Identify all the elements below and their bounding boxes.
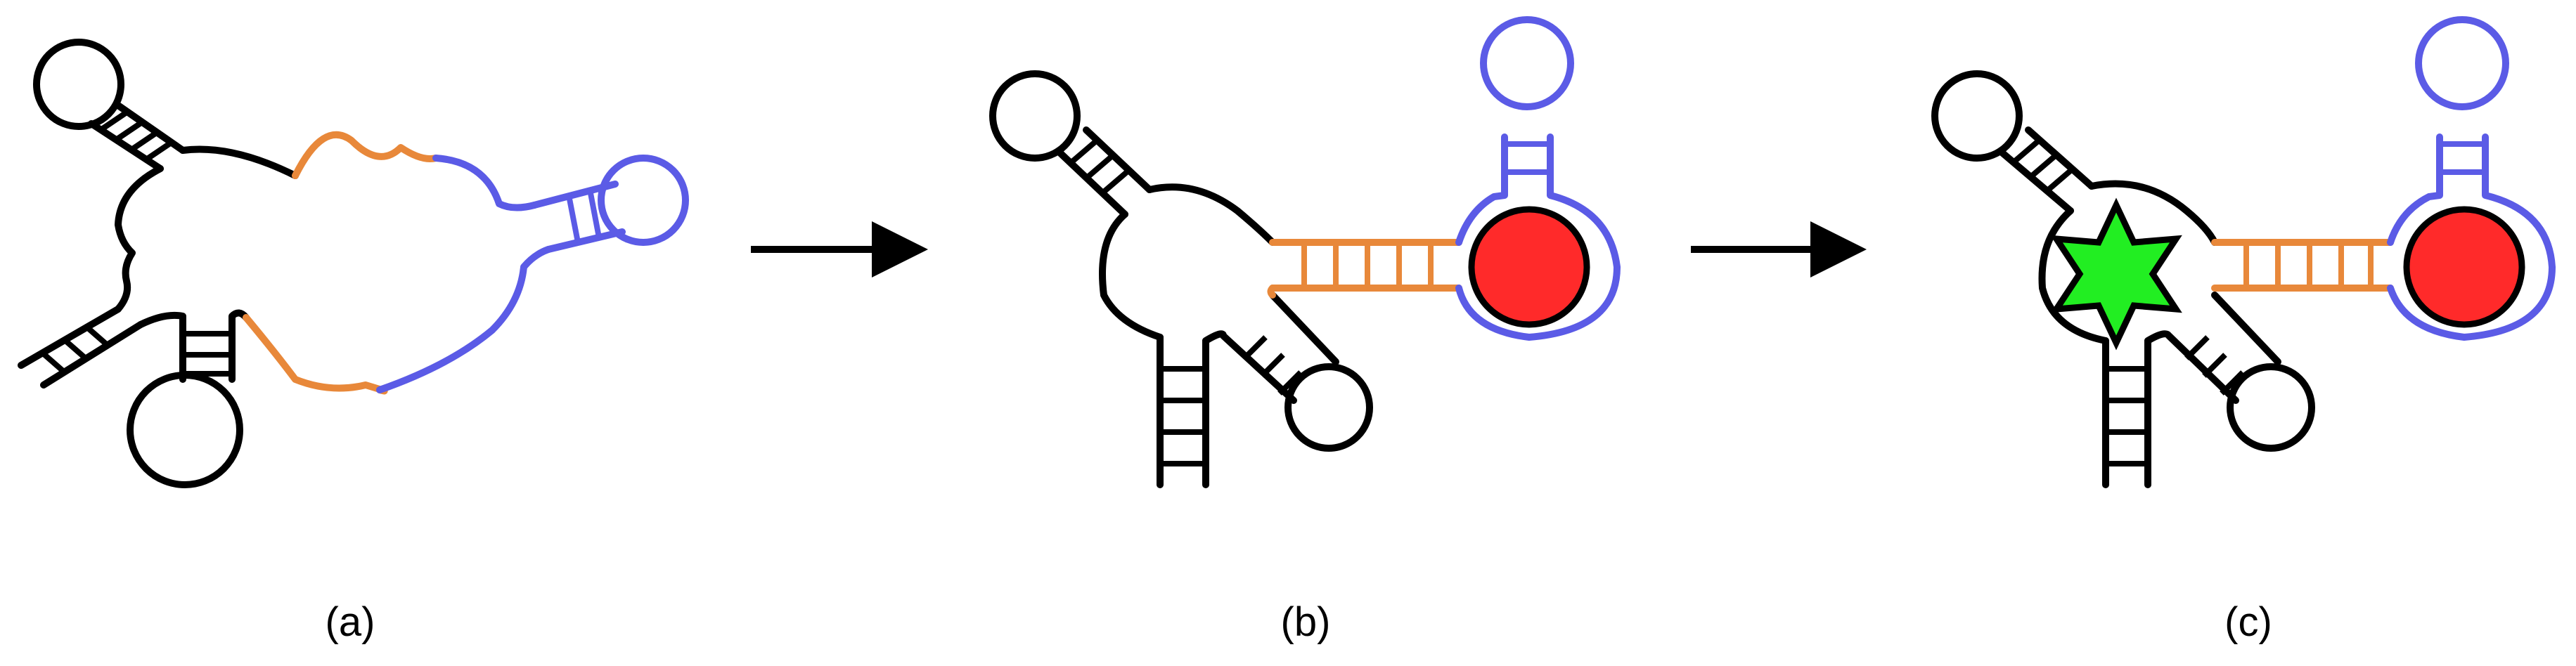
panel-c-ligand	[2403, 206, 2525, 328]
panel-b-top-stem	[1070, 138, 1131, 195]
panel-c	[1931, 16, 2556, 488]
panel-c-fluorophore-star	[2050, 197, 2182, 351]
panel-a-linker-bottom	[243, 314, 388, 395]
panel-c-right-stem	[2184, 335, 2245, 396]
panel-a-bottom-stem	[183, 331, 232, 377]
panel-a-left-stem	[40, 325, 112, 375]
panel-b-aptamer-strand	[1455, 133, 1621, 341]
panel-b-bottom-stem	[1160, 366, 1206, 466]
panel-c-right-loop	[2227, 363, 2315, 452]
panel-c-linker-helix	[2243, 242, 2374, 288]
panel-b-top-loop	[989, 70, 1081, 162]
panel-c-top-loop	[1931, 70, 2023, 162]
panel-b-right-stem	[1242, 335, 1303, 396]
panel-c-top-stem	[2012, 138, 2073, 195]
panel-c-aptamer-stem	[2440, 141, 2485, 175]
arrow-a-to-b	[751, 221, 928, 278]
panel-c-loop-strand	[2038, 180, 2218, 344]
panel-a-top-stem	[98, 110, 174, 162]
panel-a-label: (a)	[326, 599, 375, 645]
panel-a-aptamer-loop	[598, 155, 689, 246]
panel-c-label: (c)	[2224, 599, 2272, 645]
panel-b-loop-strand	[1099, 183, 1276, 341]
panel-b-linker-helix	[1301, 242, 1434, 288]
panel-b	[989, 16, 1621, 488]
panel-a-aptamer-strand	[376, 155, 552, 393]
panel-a-loop-strand	[115, 145, 299, 313]
panel-b-right-loop	[1284, 363, 1373, 452]
panel-b-label: (b)	[1281, 599, 1331, 645]
panel-a-top-loop	[33, 39, 124, 130]
panel-a-aptamer-stem	[567, 192, 602, 243]
panel-a-bottom-loop	[127, 372, 243, 488]
panel-b-aptamer-loop	[1480, 16, 1574, 110]
panel-a-linker-top	[292, 131, 439, 179]
panel-a	[18, 39, 689, 488]
panel-b-ligand	[1468, 206, 1590, 328]
panel-c-bottom-stem	[2106, 366, 2148, 466]
arrow-b-to-c	[1691, 221, 1867, 278]
panel-c-aptamer-strand	[2387, 133, 2556, 341]
panel-b-aptamer-stem	[1505, 141, 1550, 175]
panel-c-aptamer-loop	[2415, 16, 2509, 110]
